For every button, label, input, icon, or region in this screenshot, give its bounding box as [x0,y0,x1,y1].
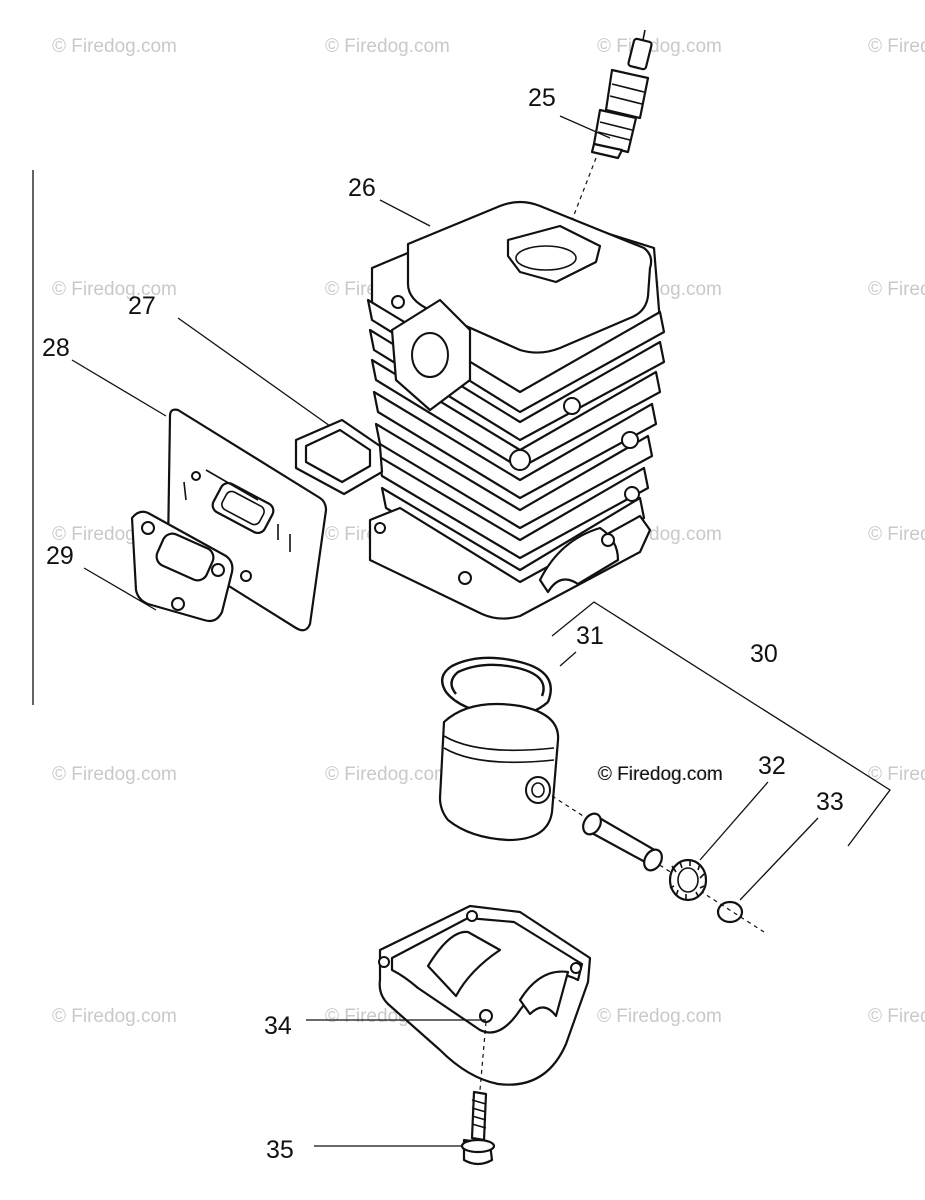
crankcase-screw[interactable] [460,1090,496,1166]
callout-35: 35 [266,1136,294,1164]
screw-axis [479,1021,487,1091]
heat-shield-plate[interactable] [166,408,328,632]
callout-labels: 25 26 27 28 29 30 31 32 33 34 35 [42,84,844,1164]
watermark-text: © Firedog.com [52,764,177,785]
watermark-text: © Firedog.com [868,36,925,57]
needle-bearing[interactable] [668,858,708,902]
watermark-text: © Firedog.com [868,524,925,545]
piston[interactable] [438,702,560,842]
leader-32 [699,781,769,861]
leader-lines [71,115,819,1147]
watermark-text: © Firedog.com [325,764,450,785]
callout-34: 34 [264,1012,292,1040]
leader-31 [559,651,577,667]
leader-27 [177,317,331,427]
watermark-text: © Firedog.com [52,36,177,57]
callout-33: 33 [816,788,844,816]
watermark-text: © Firedog.com [597,36,722,57]
watermark-text: © Firedog.com [52,1006,177,1027]
callout-26: 26 [348,174,376,202]
watermark-text: © Firedog.com [868,764,925,785]
leader-29 [83,567,157,611]
piston-assembly-bracket [551,601,891,847]
callout-30: 30 [750,640,778,668]
watermark-text: © Firedog.com [868,279,925,300]
watermark-text: © Firedog.com [52,279,177,300]
watermark-text: © Firedog.com [868,1006,925,1027]
callout-27: 27 [128,292,156,320]
watermark-text: © Firedog.com [597,764,722,785]
callout-31: 31 [576,622,604,650]
muffler-gasket-insert[interactable] [294,418,384,496]
crankcase-half[interactable] [378,904,592,1086]
copyright-stamp: © Firedog.com [598,764,723,785]
callout-28: 28 [42,334,70,362]
leader-33 [739,817,819,901]
leader-25 [559,115,611,139]
leader-28 [71,359,167,417]
callout-32: 32 [758,752,786,780]
callout-25: 25 [528,84,556,112]
watermark-text: © Firedog.com [597,1006,722,1027]
spark-plug[interactable] [590,29,653,160]
watermark-text: © Firedog.com [325,36,450,57]
cylinder[interactable] [366,200,666,620]
circlip[interactable] [716,900,744,924]
piston-pin[interactable] [580,810,666,873]
exhaust-gasket[interactable] [130,510,234,623]
callout-29: 29 [46,542,74,570]
leader-26 [379,199,431,227]
